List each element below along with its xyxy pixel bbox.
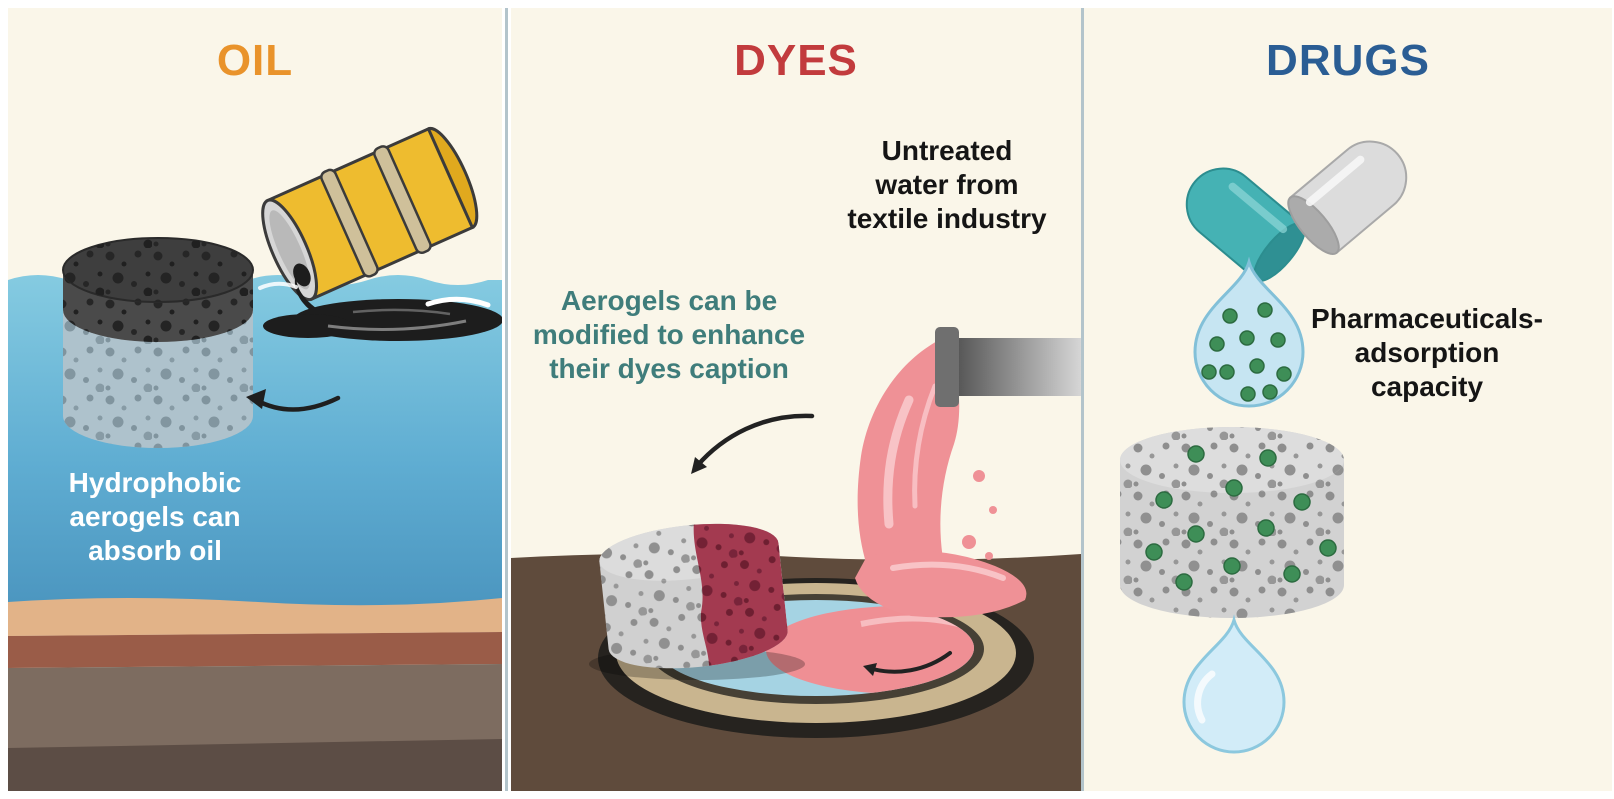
dyes-panel: DYES Untreated water from textile indust… — [511, 8, 1081, 791]
dye-aerogel — [599, 516, 791, 669]
curved-arrow-icon — [246, 389, 341, 412]
aerogel-modified-label: Aerogels can be modified to enhance thei… — [532, 285, 806, 385]
drugs-illustration — [1084, 8, 1612, 791]
dyes-panel-title: DYES — [734, 36, 858, 85]
untreated-water-label: Untreated water from textile industry — [847, 135, 1047, 235]
clean-droplet — [1182, 614, 1286, 754]
curved-arrow-icon-small — [863, 651, 952, 676]
waterline-highlights — [258, 281, 491, 308]
oil-barrel — [261, 126, 479, 302]
dyes-illustration — [511, 8, 1081, 791]
drug-particles — [1201, 302, 1292, 402]
capsule-teal-icon — [1185, 167, 1306, 282]
oil-illustration — [8, 8, 502, 791]
hydrophobic-aerogel — [62, 237, 254, 448]
dye-stream — [857, 338, 997, 586]
panel-divider — [505, 8, 508, 791]
drugs-panel-background — [1084, 8, 1612, 791]
oil-spill — [263, 264, 502, 341]
drug-aerogel — [1120, 427, 1344, 618]
oil-panel: OIL Hydrophobic aerogels can absorb oil — [8, 8, 502, 791]
dye-splash — [855, 550, 1027, 618]
contaminated-droplet — [1193, 256, 1305, 408]
drugs-panel-title: DRUGS — [1266, 36, 1430, 85]
seabed-layers — [8, 598, 502, 791]
adsorbed-particles — [1145, 445, 1337, 591]
pharmaceuticals-capacity-label: Pharmaceuticals-adsorption capacity — [1311, 303, 1543, 403]
drugs-panel: DRUGS Pharmaceuticals-adsorption capacit… — [1084, 8, 1612, 791]
panel-divider — [1081, 8, 1084, 791]
oil-caption: Hydrophobic aerogels can absorb oil — [68, 467, 242, 567]
capsule-gray-icon — [1287, 140, 1408, 255]
oil-panel-title: OIL — [216, 36, 294, 85]
waste-pipe — [935, 327, 1081, 407]
curved-arrow-icon-large — [691, 413, 815, 474]
